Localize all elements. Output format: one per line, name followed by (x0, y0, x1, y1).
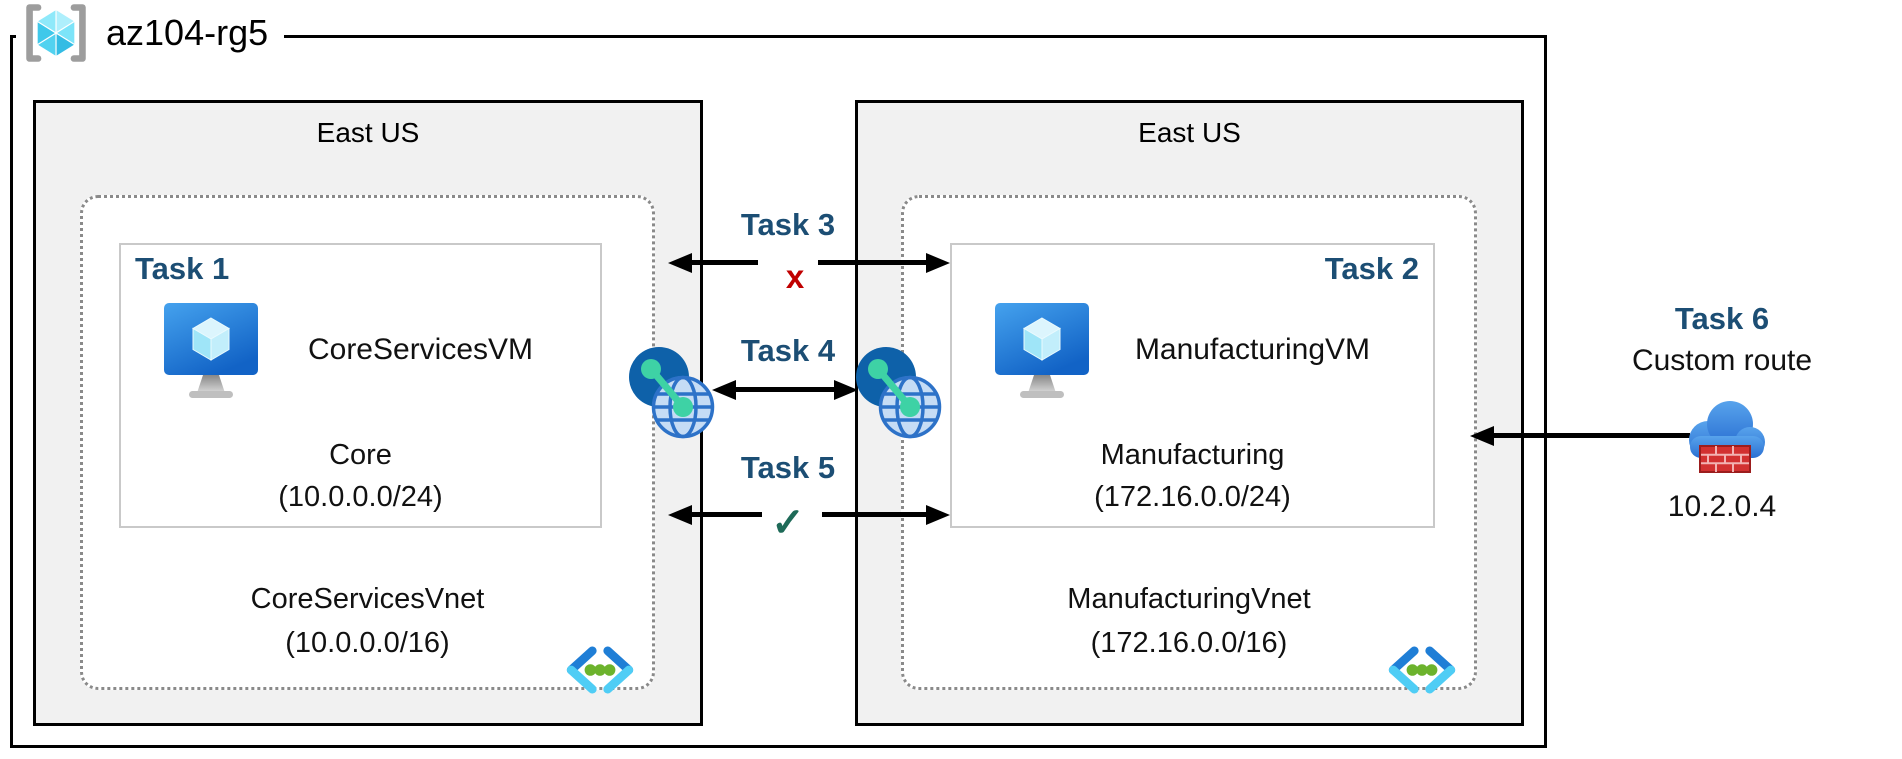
vm-row: ManufacturingVM (992, 295, 1413, 405)
vnet-box-manufacturing: Task 2 (901, 195, 1477, 694)
task-4-arrow (734, 387, 836, 392)
task-1-label: Task 1 (135, 251, 230, 286)
arrowhead-right-icon (926, 505, 950, 525)
resource-group-header: az104-rg5 (16, 2, 285, 64)
task-3-label: Task 3 (740, 207, 836, 242)
virtual-machine-icon (164, 303, 258, 398)
arrowhead-left-icon (1470, 426, 1494, 446)
region-title: East US (1138, 117, 1241, 148)
arrowhead-right-icon (926, 253, 950, 273)
vnet-cidr: (10.0.0.0/16) (285, 627, 450, 659)
task-5-label: Task 5 (740, 450, 836, 485)
vnet-label: ManufacturingVnet (172.16.0.0/16) (904, 577, 1474, 665)
arrowhead-right-icon (834, 380, 858, 400)
subnet-name: Manufacturing (1100, 439, 1285, 471)
task-2-label: Task 2 (1324, 251, 1419, 286)
blocked-x-marker: x (785, 258, 805, 295)
resource-group-name: az104-rg5 (106, 12, 269, 53)
virtual-machine-icon (995, 303, 1089, 398)
subnet-cidr: (10.0.0.0/24) (278, 481, 443, 513)
vnet-name: ManufacturingVnet (1067, 583, 1311, 615)
resource-group-icon (26, 4, 86, 62)
vnet-peering-icon (856, 347, 942, 439)
task-3-arrow (818, 260, 928, 265)
virtual-network-icon (566, 646, 634, 694)
subnet-label: Core (10.0.0.0/24) (121, 434, 600, 518)
task-5-arrow (822, 512, 928, 517)
vm-name: ManufacturingVM (1134, 333, 1371, 366)
vnet-peering-icon (629, 347, 715, 439)
vnet-cidr: (172.16.0.0/16) (1090, 627, 1288, 659)
vm-row: CoreServicesVM (161, 295, 580, 405)
subnet-cidr: (172.16.0.0/24) (1094, 481, 1291, 513)
vm-name: CoreServicesVM (307, 333, 534, 366)
nva-firewall-cloud-icon (1689, 401, 1765, 473)
task-4-label: Task 4 (740, 333, 836, 368)
virtual-network-icon (1388, 646, 1456, 694)
subnet-name: Core (329, 439, 392, 471)
arrowhead-left-icon (668, 253, 692, 273)
custom-route-ip: 10.2.0.4 (1667, 490, 1777, 523)
subnet-box-manufacturing: Task 2 (950, 243, 1435, 528)
vnet-box-coreservices: Task 1 (80, 195, 655, 694)
region-box-left: East US Task 1 (33, 100, 703, 726)
vnet-name: CoreServicesVnet (250, 583, 485, 615)
region-box-right: East US Task 2 (855, 100, 1524, 726)
task-3-arrow (690, 260, 758, 265)
custom-route-label: Custom route (1631, 344, 1813, 377)
arrowhead-left-icon (668, 505, 692, 525)
task-6-label: Task 6 (1674, 301, 1770, 336)
region-title: East US (316, 117, 420, 148)
arrowhead-left-icon (712, 380, 736, 400)
vnet-label: CoreServicesVnet (10.0.0.0/16) (83, 577, 652, 665)
allowed-check-marker: ✓ (771, 501, 805, 545)
subnet-box-core: Task 1 (119, 243, 602, 528)
task-6-arrow (1492, 433, 1690, 438)
task-5-arrow (690, 512, 762, 517)
subnet-label: Manufacturing (172.16.0.0/24) (952, 434, 1433, 518)
